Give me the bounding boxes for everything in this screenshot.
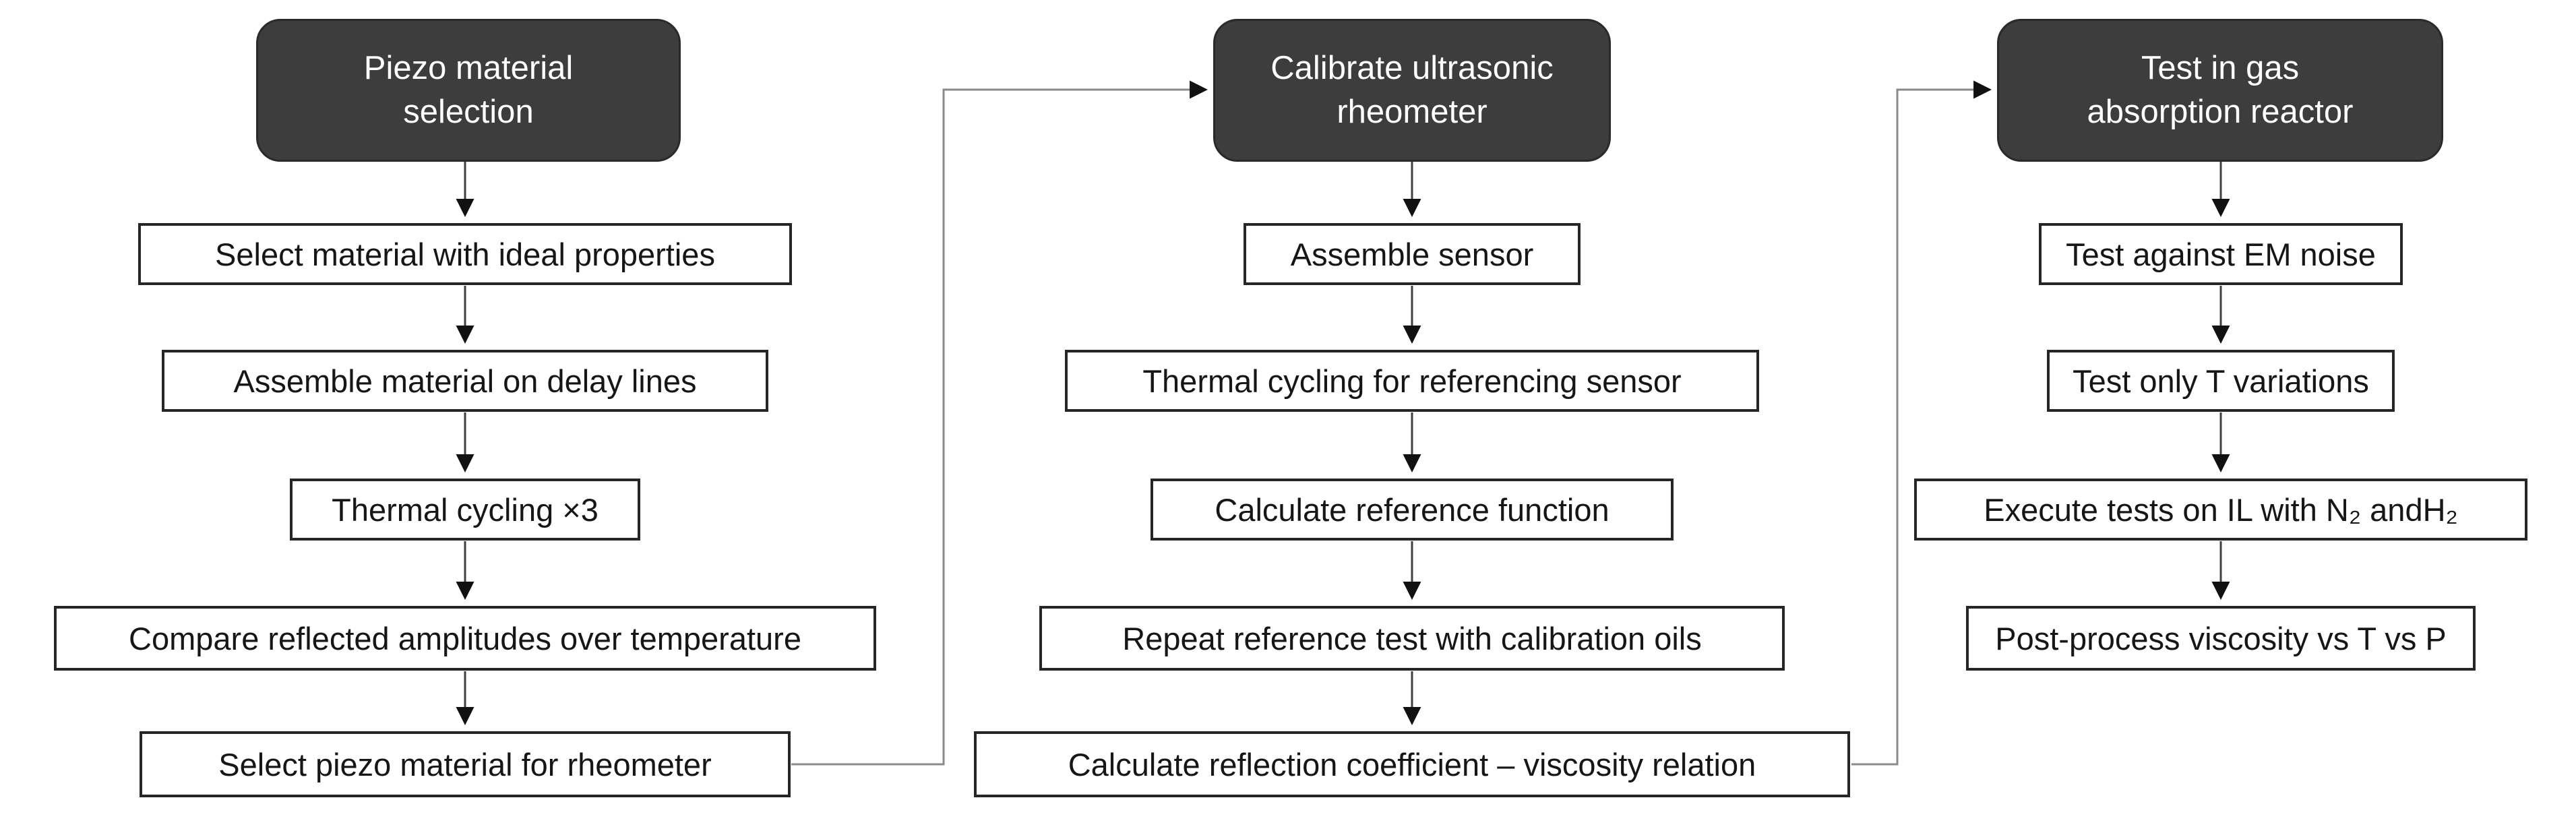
step-thermal-cycling-x3: Thermal cycling ×3 xyxy=(290,479,640,541)
step-post-process-viscosity: Post-process viscosity vs T vs P xyxy=(1966,606,2476,671)
step-assemble-material-delay-lines: Assemble material on delay lines xyxy=(162,350,768,412)
step-test-only-t-variations: Test only T variations xyxy=(2047,350,2395,412)
step-thermal-cycling-referencing-sensor: Thermal cycling for referencing sensor xyxy=(1065,350,1759,412)
step-select-material-ideal-properties: Select material with ideal properties xyxy=(138,223,792,285)
step-calculate-reflection-coefficient-viscosity: Calculate reflection coefficient – visco… xyxy=(974,731,1850,797)
step-assemble-sensor: Assemble sensor xyxy=(1244,223,1581,285)
step-compare-reflected-amplitudes: Compare reflected amplitudes over temper… xyxy=(54,606,876,671)
column-header-test-gas-absorption-reactor: Test in gas absorption reactor xyxy=(1997,19,2443,162)
step-select-piezo-material-rheometer: Select piezo material for rheometer xyxy=(140,731,791,797)
step-repeat-reference-test-calibration-oils: Repeat reference test with calibration o… xyxy=(1039,606,1785,671)
step-test-against-em-noise: Test against EM noise xyxy=(2039,223,2403,285)
column-header-piezo-material-selection: Piezo material selection xyxy=(256,19,681,162)
column-header-calibrate-ultrasonic-rheometer: Calibrate ultrasonic rheometer xyxy=(1213,19,1611,162)
step-calculate-reference-function: Calculate reference function xyxy=(1151,479,1674,541)
step-execute-tests-on-il: Execute tests on IL with N₂ andH₂ xyxy=(1914,479,2527,541)
